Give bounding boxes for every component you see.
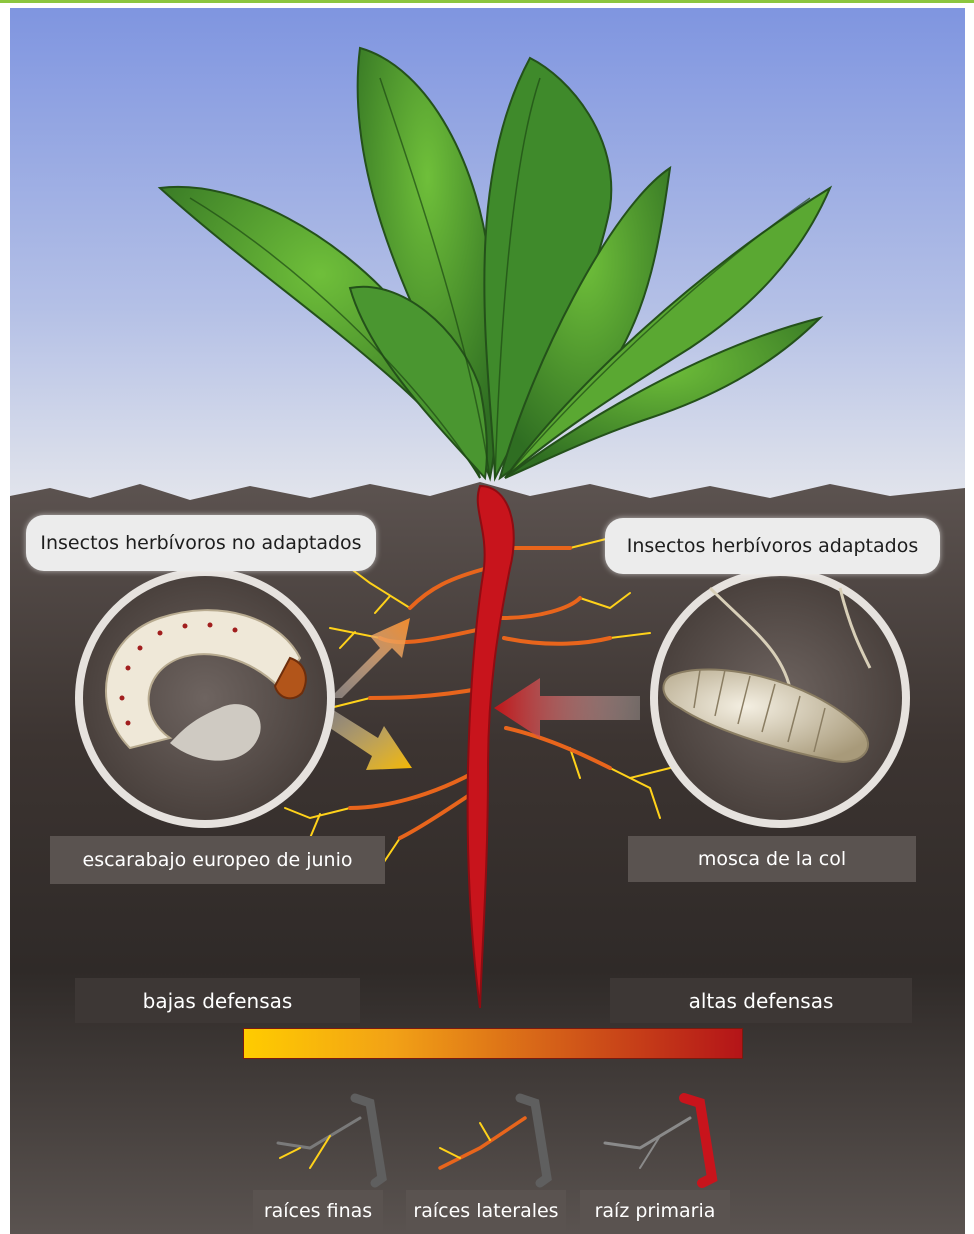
label-non-adapted-herbivores: Insectos herbívoros no adaptados xyxy=(26,515,376,571)
cabbage-fly-larva-icon xyxy=(650,568,910,828)
label-primary-root: raíz primaria xyxy=(580,1190,730,1232)
label-low-defense: bajas defensas xyxy=(75,978,360,1023)
defense-gradient-bar xyxy=(243,1028,743,1059)
label-june-beetle: escarabajo europeo de junio xyxy=(50,836,385,884)
label-fine-roots: raíces finas xyxy=(253,1190,383,1232)
label-cabbage-fly: mosca de la col xyxy=(628,836,916,882)
label-high-defense: altas defensas xyxy=(610,978,912,1023)
june-beetle-larva-icon xyxy=(75,568,335,828)
label-adapted-herbivores: Insectos herbívoros adaptados xyxy=(605,518,940,574)
label-lateral-roots: raíces laterales xyxy=(406,1190,566,1232)
